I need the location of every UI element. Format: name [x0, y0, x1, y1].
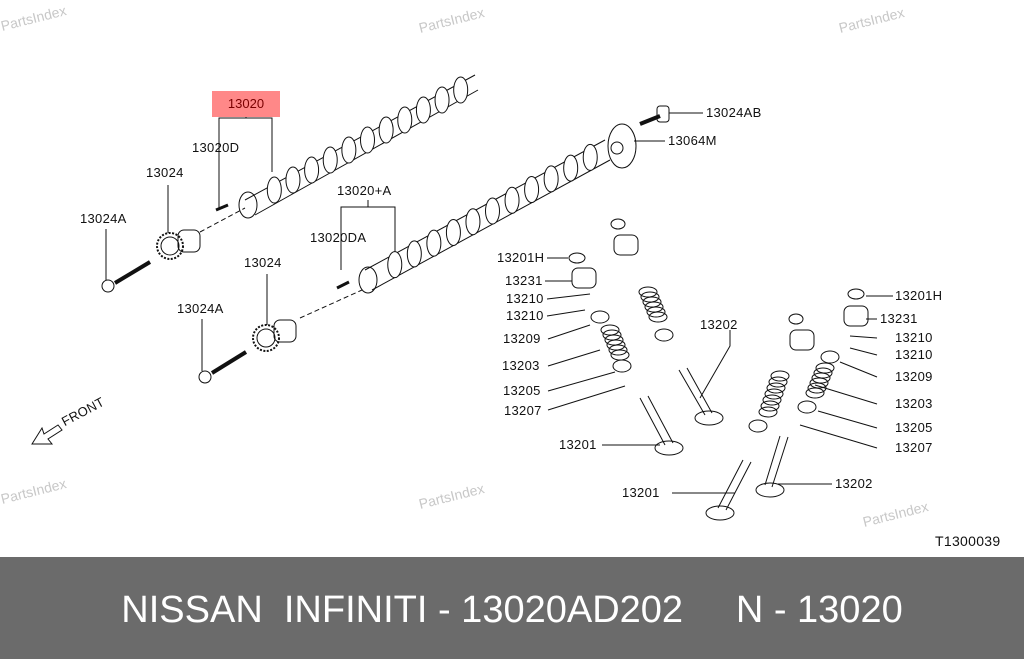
cam-lobe [445, 218, 461, 246]
cam-lobe [387, 251, 403, 279]
cam-lobe [285, 166, 301, 194]
part-label[interactable]: 13024A [80, 211, 127, 226]
cam-lobe [415, 96, 431, 124]
parts-diagram-drawing [31, 74, 893, 521]
plate-13064m [607, 123, 665, 169]
part-label[interactable]: 13024 [146, 165, 184, 180]
cam-lobe [397, 106, 413, 134]
cam-lobe [543, 165, 559, 193]
sprocket-lower [252, 274, 297, 352]
cam-lobe [360, 126, 375, 154]
valve-spring-coil [768, 376, 788, 388]
cam-lobe [378, 116, 394, 144]
part-label[interactable]: 13207 [895, 440, 933, 455]
part-label[interactable]: 13205 [503, 383, 541, 398]
part-label[interactable]: 13201 [622, 485, 660, 500]
part-label[interactable]: 13210 [506, 308, 544, 323]
part-label[interactable]: 13024AB [706, 105, 762, 120]
part-label[interactable]: 13020D [192, 140, 240, 155]
part-label[interactable]: 13020+A [337, 183, 392, 198]
valve-spring-coil [766, 382, 786, 394]
cam-lobe [485, 197, 500, 225]
footer-bar: NISSAN INFINITI - 13020AD202 N - 13020 [0, 557, 1024, 659]
cam-lobe [266, 176, 282, 204]
part-label[interactable]: 13203 [895, 396, 933, 411]
cam-lobe [563, 154, 579, 182]
part-label[interactable]: 13064M [668, 133, 717, 148]
part-label[interactable]: 13202 [700, 317, 738, 332]
valve-spring-coil [760, 400, 780, 412]
part-label[interactable]: 13210 [506, 291, 544, 306]
valve-train-parts [545, 218, 893, 521]
highlighted-part-13020[interactable]: 13020 [212, 91, 280, 117]
footer-title: NISSAN INFINITI - 13020AD202 N - 13020 [121, 589, 903, 631]
part-label[interactable]: 13024 [244, 255, 282, 270]
valve-spring-coil [770, 370, 790, 382]
highlighted-part-label: 13020 [227, 96, 265, 111]
part-label[interactable]: 13207 [504, 403, 542, 418]
part-label[interactable]: 13231 [880, 311, 918, 326]
part-label[interactable]: 13201H [895, 288, 943, 303]
valve-spring-coil [805, 387, 825, 399]
cam-lobe [453, 76, 469, 104]
part-label[interactable]: 13205 [895, 420, 933, 435]
part-label[interactable]: 13202 [835, 476, 873, 491]
part-label[interactable]: 13203 [502, 358, 540, 373]
cam-lobe [524, 176, 540, 204]
cam-lobe [504, 186, 520, 214]
cam-lobe [304, 156, 320, 184]
valve-spring-coil [608, 344, 628, 356]
part-label[interactable]: 13024A [177, 301, 224, 316]
cam-lobe [426, 229, 442, 257]
part-label[interactable]: 13231 [505, 273, 543, 288]
cam-lobe [322, 146, 338, 174]
part-label[interactable]: 13210 [895, 347, 933, 362]
valve-spring-coil [764, 388, 784, 400]
diagram-code: T1300039 [935, 533, 1001, 549]
cam-lobe [341, 136, 357, 164]
cam-lobe [434, 86, 450, 114]
valve-spring-coil [758, 406, 778, 418]
bolt-upper [101, 229, 152, 293]
part-label[interactable]: 13209 [895, 369, 933, 384]
bolt-13024ab [639, 105, 703, 126]
part-label[interactable]: 13210 [895, 330, 933, 345]
part-label[interactable]: 13020DA [310, 230, 367, 245]
part-label[interactable]: 13209 [503, 331, 541, 346]
sprocket-upper [156, 185, 201, 260]
valve-spring-coil [646, 306, 666, 318]
cam-lobe [465, 208, 481, 236]
front-arrow-icon [31, 424, 63, 445]
valve-spring-coil [648, 311, 668, 323]
cam-lobe [582, 143, 598, 171]
camshaft-lower [358, 139, 611, 294]
camshaft-upper [238, 74, 479, 219]
valve-spring-coil [762, 394, 782, 406]
part-label[interactable]: 13201H [497, 250, 545, 265]
part-label[interactable]: 13201 [559, 437, 597, 452]
cam-lobe [406, 240, 422, 268]
bolt-lower [198, 319, 248, 384]
